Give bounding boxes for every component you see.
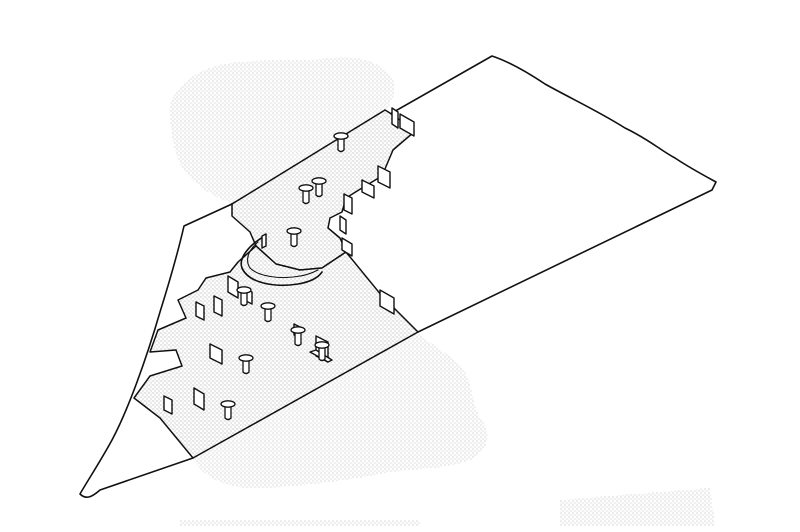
floor-lower-plaza xyxy=(133,245,419,459)
wall-segment-4 xyxy=(361,179,375,199)
column-icon xyxy=(238,354,254,375)
column-shaft xyxy=(294,330,302,347)
wall-segment-5 xyxy=(343,193,353,215)
column-shaft xyxy=(240,290,248,307)
column-shaft xyxy=(290,231,298,248)
wall-segment-12 xyxy=(209,343,223,365)
column-capital xyxy=(333,132,349,140)
ground-texture-bottom-right xyxy=(560,488,715,526)
column-icon xyxy=(290,326,306,347)
column-capital xyxy=(238,354,254,362)
column-icon xyxy=(333,132,349,153)
column-capital xyxy=(260,302,276,310)
column-shaft xyxy=(242,358,250,375)
column-capital xyxy=(236,286,252,294)
column-icon xyxy=(220,400,236,421)
slope-outline xyxy=(79,203,233,499)
column-capital xyxy=(298,184,314,192)
plateau-outline xyxy=(231,55,717,333)
column-shaft xyxy=(302,188,310,205)
semicircle-room xyxy=(240,235,323,287)
column-capital xyxy=(286,227,302,235)
column-shaft xyxy=(337,136,345,153)
column-capital xyxy=(290,326,306,334)
wall-segment-1 xyxy=(391,107,399,129)
wall-segment-13 xyxy=(193,387,205,411)
wall-segment-10 xyxy=(195,301,205,321)
wall-segment-6 xyxy=(339,215,347,235)
column-shaft xyxy=(318,345,326,362)
column-icon xyxy=(286,227,302,248)
wall-segment-11 xyxy=(213,295,223,317)
wall-segment-2 xyxy=(399,113,415,137)
ground-texture-lower xyxy=(193,332,488,489)
wall-segment-7 xyxy=(341,237,353,257)
wall-segment-14 xyxy=(163,395,173,415)
wall-segment-8 xyxy=(379,289,395,315)
column-capital xyxy=(220,400,236,408)
ground-texture-upper xyxy=(169,57,395,204)
ground-texture-bottom xyxy=(180,520,420,526)
column-icon xyxy=(311,177,327,198)
wall-segment-9 xyxy=(227,275,239,299)
wall-segment-3 xyxy=(377,165,391,189)
column-icon xyxy=(260,302,276,323)
column-shaft xyxy=(315,181,323,198)
semicircle-room-inner xyxy=(247,241,319,279)
column-shaft xyxy=(224,404,232,421)
column-icon xyxy=(236,286,252,307)
column-capital xyxy=(314,341,330,349)
column-icon xyxy=(314,341,330,362)
column-shaft xyxy=(264,306,272,323)
columns-group xyxy=(220,132,349,421)
semicircle-room-wall xyxy=(261,233,267,249)
column-capital xyxy=(311,177,327,185)
column-icon xyxy=(298,184,314,205)
